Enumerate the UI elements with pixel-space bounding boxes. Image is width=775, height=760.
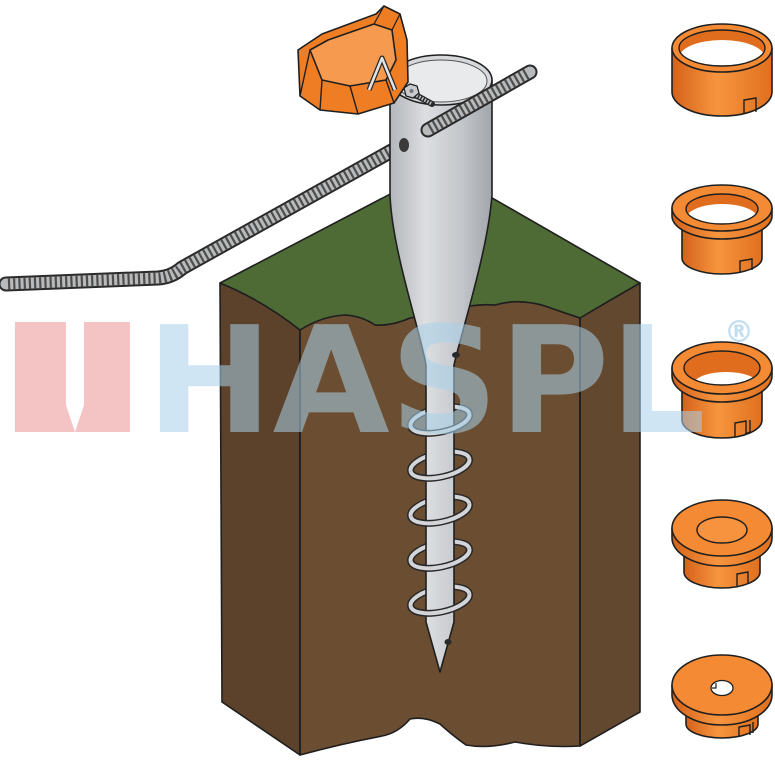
post-bolt-hole: [452, 352, 460, 358]
soil-block: [219, 167, 641, 756]
screw-helix-front: [407, 413, 473, 617]
rebar-top-segment: [420, 64, 538, 138]
reducer-ring-1: [671, 23, 773, 117]
rebar: [0, 136, 412, 292]
bolt-icon: [403, 83, 435, 107]
post-body: [389, 79, 493, 673]
watermark-brand-text: HASPL: [146, 295, 706, 467]
watermark: HASPL ®: [15, 295, 754, 467]
haspl-logo-mark: [15, 322, 130, 432]
ground-screw-post: [389, 79, 493, 673]
reducer-ring-3: [671, 341, 773, 439]
reducer-ring-4: [671, 499, 773, 589]
spring-clip: [366, 55, 398, 91]
watermark-registered-mark: ®: [724, 315, 754, 350]
post-tip-hole: [444, 639, 452, 645]
rebar-hole: [399, 138, 409, 152]
reducer-ring-2: [671, 184, 773, 275]
octagonal-cap: [297, 5, 409, 115]
reducer-ring-5: [671, 654, 773, 739]
